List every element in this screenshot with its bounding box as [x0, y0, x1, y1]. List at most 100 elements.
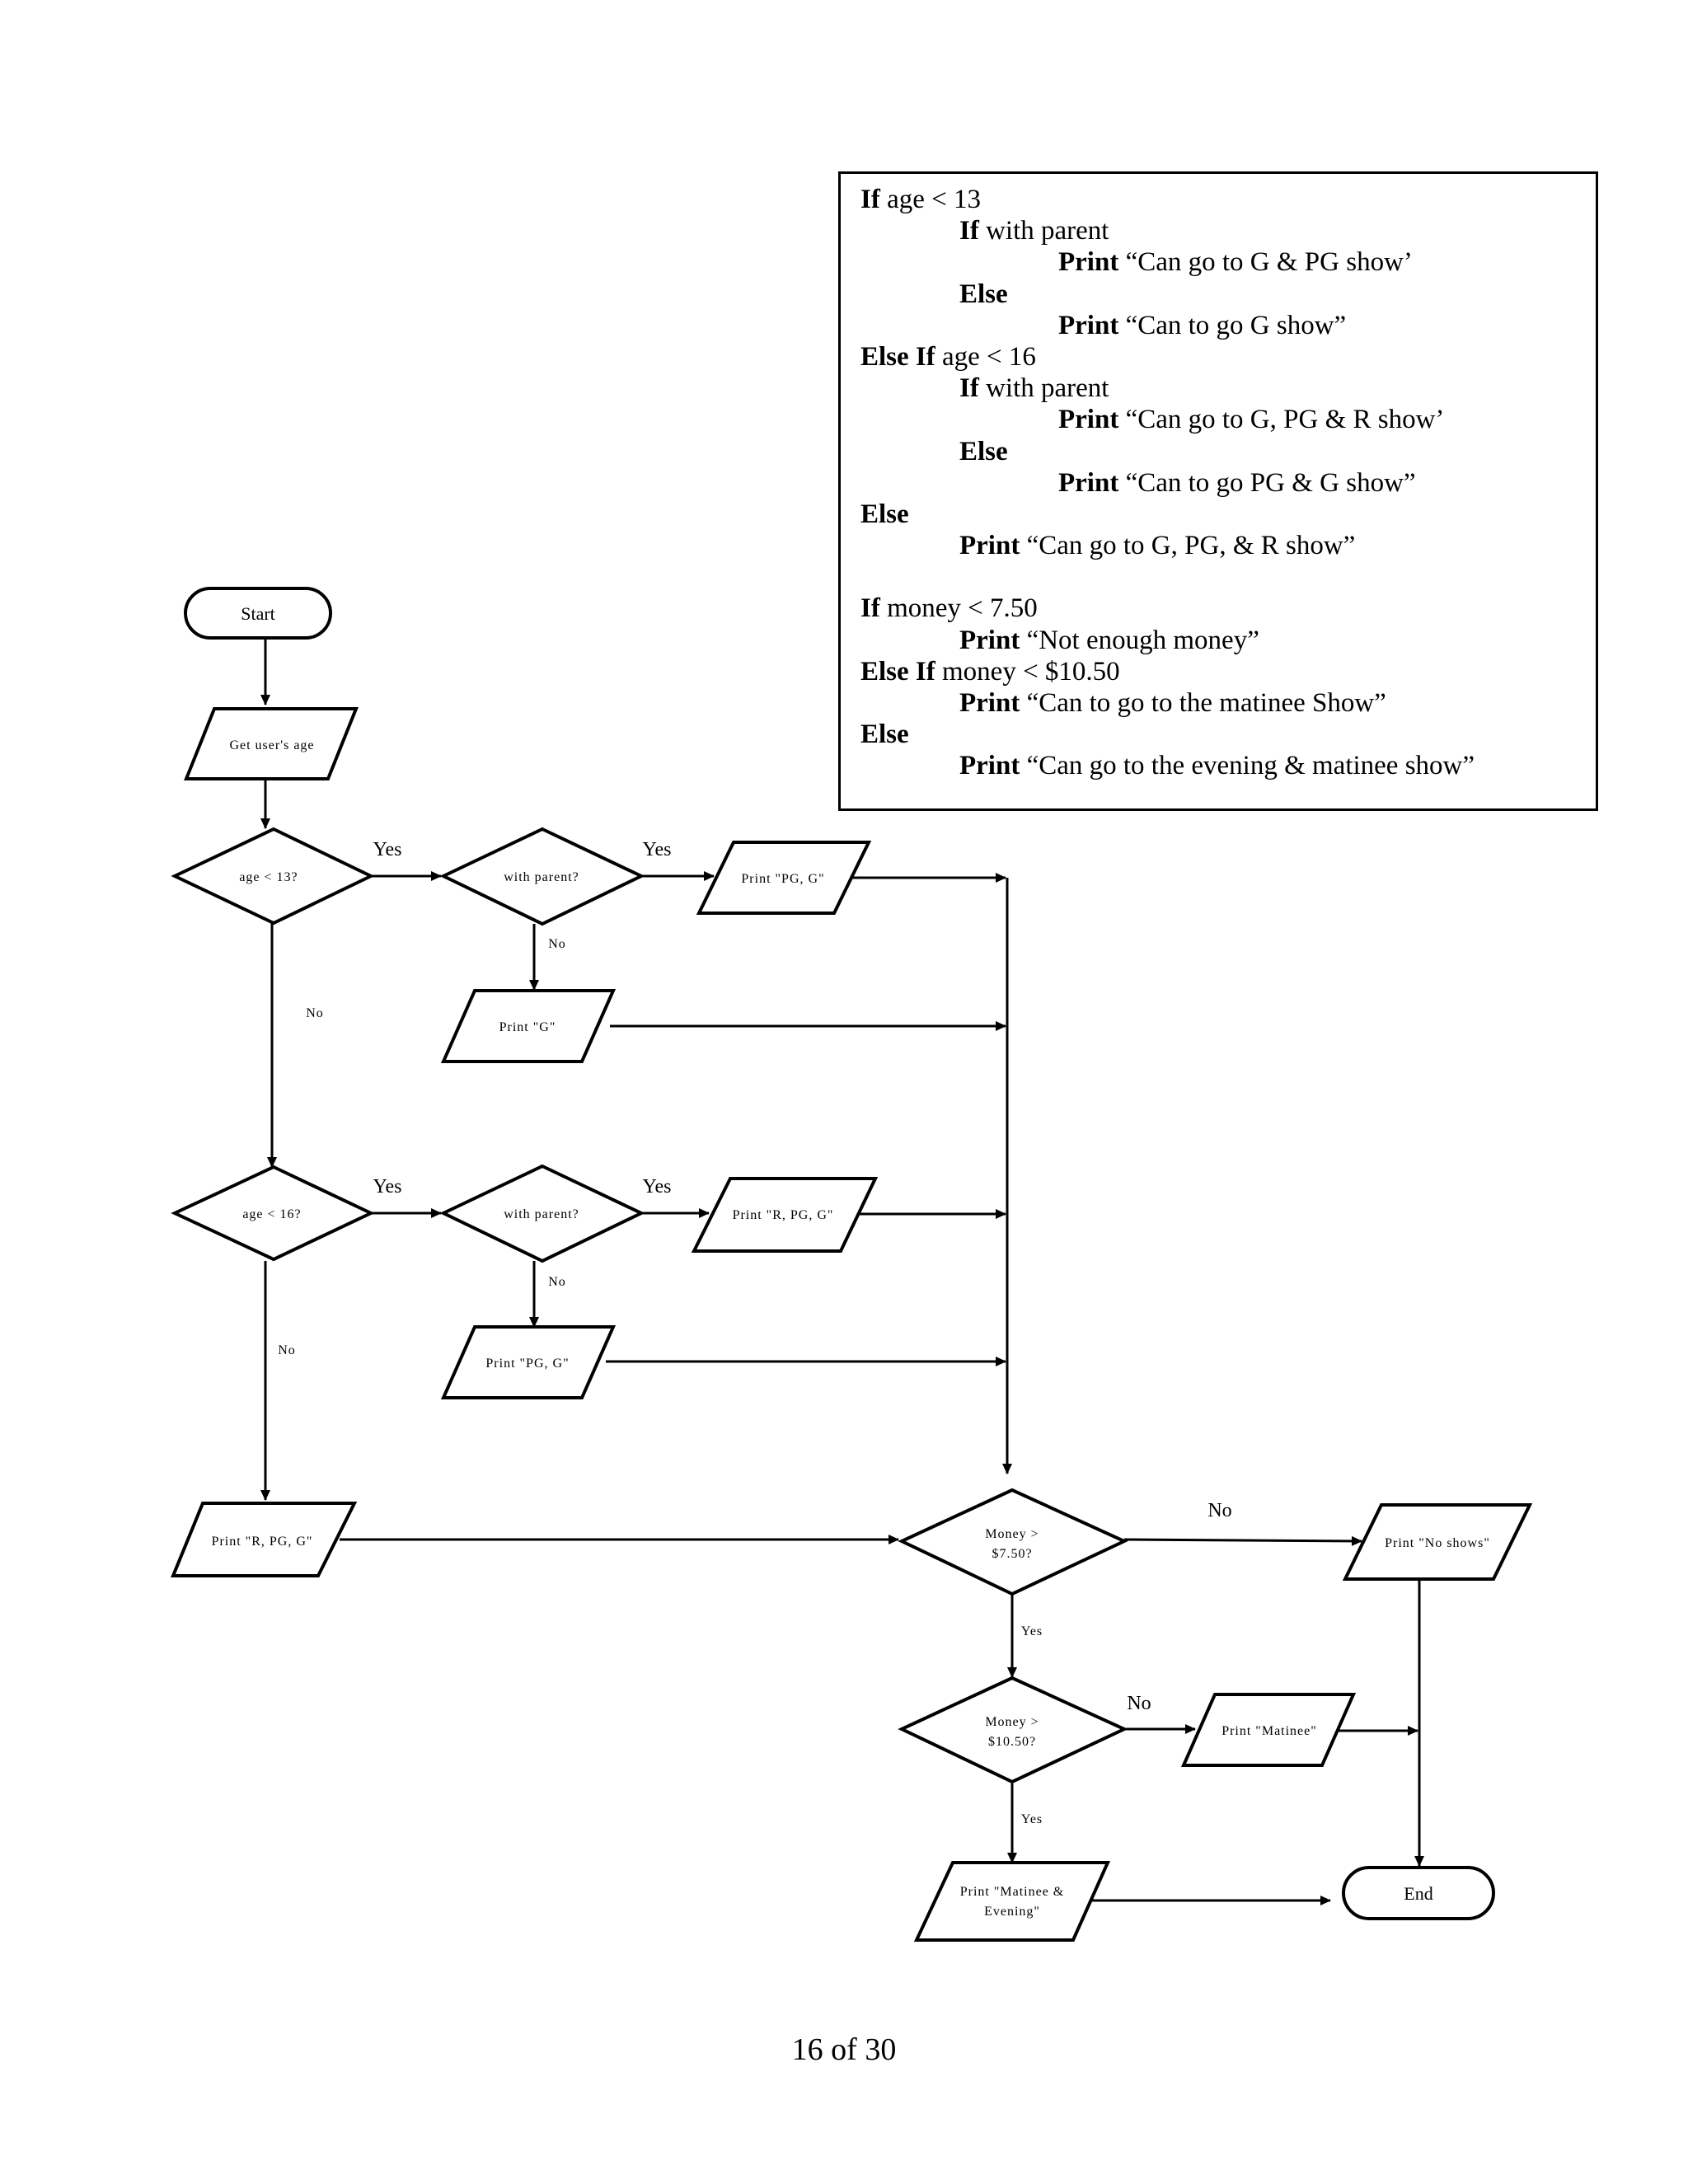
end-label: End — [1404, 1883, 1432, 1904]
pseudocode-keyword: Print — [1058, 467, 1119, 498]
pseudocode-keyword: If — [860, 185, 880, 214]
parent2-label: with parent? — [504, 1207, 579, 1221]
print-matinee-evening-node: Print "Matinee & Evening" — [913, 1861, 1111, 1942]
pseudocode-line: Print “Can to go G show” — [860, 310, 1596, 341]
label-parent1-yes: Yes — [643, 839, 672, 860]
pseudocode-line: If money < 7.50 — [860, 593, 1596, 624]
pseudocode-text: “Can go to G & PG show’ — [1118, 247, 1413, 278]
pseudocode-line: Print “Can go to G & PG show’ — [860, 246, 1596, 278]
pseudocode-text: “Can go to the evening & matinee show” — [1020, 751, 1475, 781]
start-node: Start — [184, 587, 332, 640]
pseudocode-keyword: If — [959, 216, 979, 246]
label-parent1-no: No — [548, 937, 566, 951]
pseudocode-keyword: If — [860, 593, 880, 624]
money1050-label-line2: $10.50? — [988, 1735, 1036, 1749]
money750-decision: Money > $7.50? — [898, 1488, 1128, 1596]
label-age16-yes: Yes — [373, 1176, 402, 1197]
parent1-decision: with parent? — [439, 827, 645, 926]
pseudocode-text: with parent — [978, 216, 1109, 246]
label-money1050-no: No — [1127, 1693, 1151, 1714]
label-parent2-yes: Yes — [643, 1176, 672, 1197]
age13-decision: age < 13? — [171, 827, 375, 926]
pseudocode-keyword: Print — [959, 688, 1020, 718]
get-age-label: Get user's age — [229, 738, 314, 752]
print-matinee-evening-label-line2: Evening" — [984, 1905, 1040, 1919]
age13-label: age < 13? — [239, 870, 298, 884]
print-pg-g-1-label: Print "PG, G" — [741, 872, 824, 886]
label-age13-no: No — [306, 1006, 324, 1020]
print-pg-g-2-node: Print "PG, G" — [440, 1325, 617, 1399]
label-money750-yes: Yes — [1021, 1624, 1043, 1638]
print-pg-g-2-label: Print "PG, G" — [485, 1357, 569, 1371]
print-matinee-evening-label-line1: Print "Matinee & — [960, 1885, 1065, 1899]
pseudocode-line: Else If age < 16 — [860, 341, 1596, 373]
pseudocode-text: “Can to go G show” — [1118, 310, 1347, 340]
pseudocode-line: Else — [860, 719, 1596, 750]
label-money1050-yes: Yes — [1021, 1812, 1043, 1826]
pseudocode-text: money < $10.50 — [935, 656, 1120, 687]
pseudocode-line: If with parent — [860, 373, 1596, 404]
pseudocode-keyword: Print — [1058, 310, 1119, 340]
label-age16-no: No — [278, 1343, 296, 1357]
pseudocode-line: Else If money < $10.50 — [860, 656, 1596, 687]
print-r-pg-g-1-label: Print "R, PG, G" — [733, 1208, 834, 1222]
label-parent2-no: No — [548, 1275, 566, 1289]
pseudocode-text: age < 13 — [879, 185, 981, 214]
pseudocode-keyword: If — [959, 373, 979, 404]
pseudocode-text: money < 7.50 — [879, 593, 1038, 624]
print-g-node: Print "G" — [440, 989, 617, 1063]
parent1-label: with parent? — [504, 870, 579, 884]
edge-money750-no — [1123, 1535, 1362, 1546]
age16-decision: age < 16? — [171, 1165, 375, 1262]
print-r-pg-g-2-label: Print "R, PG, G" — [212, 1535, 313, 1549]
pseudocode-text: age < 16 — [935, 341, 1036, 372]
money1050-decision: Money > $10.50? — [898, 1675, 1128, 1784]
pseudocode-keyword: Else — [860, 499, 909, 529]
pseudocode-text: with parent — [978, 373, 1109, 404]
pseudocode-line: Else — [860, 499, 1596, 530]
pseudocode-line: Else — [860, 279, 1596, 310]
pseudocode-line: Print “Can go to G, PG, & R show” — [860, 530, 1596, 561]
pseudocode-text: “Not enough money” — [1020, 625, 1259, 655]
connectors — [260, 640, 1424, 1905]
pseudocode-line: If age < 13 — [860, 184, 1596, 215]
print-no-shows-label: Print "No shows" — [1385, 1536, 1490, 1550]
pseudocode-keyword: Print — [1058, 247, 1119, 278]
print-g-label: Print "G" — [499, 1020, 556, 1034]
pseudocode-text: “Can go to G, PG, & R show” — [1020, 531, 1356, 561]
start-label: Start — [241, 603, 275, 624]
money750-label-line2: $7.50? — [992, 1547, 1032, 1561]
print-r-pg-g-2-node: Print "R, PG, G" — [171, 1502, 358, 1577]
pseudocode-keyword: Print — [1058, 405, 1119, 435]
page-number: 16 of 30 — [791, 2032, 897, 2067]
pseudocode-line: Print “Can go to G, PG & R show’ — [860, 404, 1596, 435]
edge-labels: Yes Yes No No Yes Yes No No No Yes No Ye… — [278, 839, 1231, 1826]
get-age-node: Get user's age — [184, 707, 359, 780]
print-matinee-label: Print "Matinee" — [1221, 1724, 1317, 1738]
print-no-shows-node: Print "No shows" — [1342, 1503, 1533, 1581]
pseudocode-text: “Can go to G, PG & R show’ — [1118, 405, 1445, 435]
pseudocode-line: If with parent — [860, 215, 1596, 246]
pseudocode-keyword: Else — [959, 436, 1008, 466]
print-matinee-node: Print "Matinee" — [1180, 1693, 1357, 1767]
parent2-decision: with parent? — [439, 1164, 645, 1263]
label-money750-no: No — [1207, 1500, 1231, 1521]
pseudocode-line: Print “Can to go PG & G show” — [860, 467, 1596, 499]
pseudocode-line: Print “Can to go to the matinee Show” — [860, 687, 1596, 719]
money750-label-line1: Money > — [985, 1527, 1039, 1541]
pseudocode-keyword: Print — [959, 531, 1020, 561]
end-node: End — [1342, 1866, 1495, 1920]
pseudocode-line: Print “Can go to the evening & matinee s… — [860, 750, 1596, 781]
age16-label: age < 16? — [242, 1207, 301, 1221]
pseudocode-keyword: Else If — [860, 656, 935, 687]
pseudocode-keyword: Else — [959, 279, 1008, 309]
pseudocode-keyword: Else If — [860, 341, 935, 372]
print-r-pg-g-1-node: Print "R, PG, G" — [691, 1177, 879, 1253]
print-pg-g-1-node: Print "PG, G" — [696, 841, 872, 915]
pseudocode-text: “Can to go to the matinee Show” — [1020, 688, 1386, 718]
money1050-label-line1: Money > — [985, 1715, 1039, 1729]
pseudocode-keyword: Print — [959, 625, 1020, 655]
label-age13-yes: Yes — [373, 839, 402, 860]
